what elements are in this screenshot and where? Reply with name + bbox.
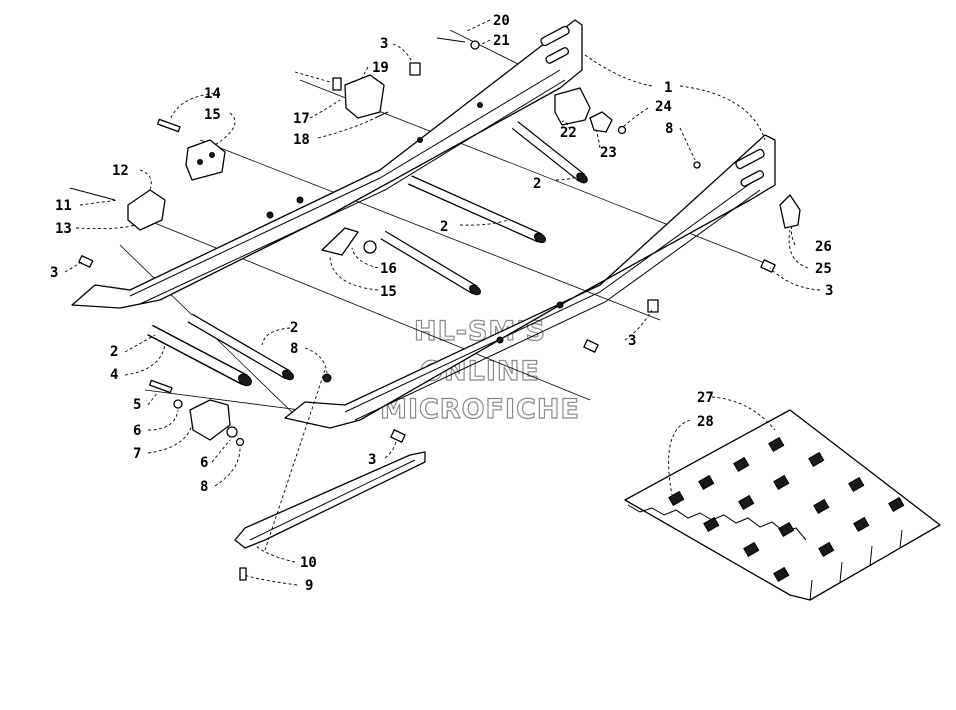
screw: [239, 567, 247, 581]
track-section: [624, 409, 941, 601]
callout-16: 16: [380, 261, 397, 277]
callout-3-right: 3: [825, 283, 833, 299]
callout-3-left: 3: [50, 265, 58, 281]
hyfax-wear-strip: [234, 451, 426, 581]
callout-18: 18: [293, 132, 310, 148]
callout-2-left: 2: [110, 344, 118, 360]
leader-lines: [64, 19, 821, 586]
cross-shafts: [147, 121, 588, 387]
callout-2-rear: 2: [533, 176, 541, 192]
callout-10: 10: [300, 555, 317, 571]
callout-13: 13: [55, 221, 72, 237]
bracket-center: [321, 227, 359, 256]
callout-23: 23: [600, 145, 617, 161]
callout-8-right: 8: [665, 121, 673, 137]
callout-9: 9: [305, 578, 313, 594]
block-rear: [554, 87, 591, 126]
callout-4: 4: [110, 367, 118, 383]
wheel-stop: [189, 399, 231, 441]
callout-8-center: 8: [290, 341, 298, 357]
callout-12: 12: [112, 163, 129, 179]
callout-3-bottom: 3: [368, 452, 376, 468]
cross-shaft-upper-mid: [407, 175, 547, 244]
callout-27: 27: [697, 390, 714, 406]
callout-14: 14: [204, 86, 221, 102]
callout-26: 26: [815, 239, 832, 255]
block-left: [127, 189, 166, 231]
callout-2-mid: 2: [440, 219, 448, 235]
callout-labels: 1 2 2 2 2 3 3 3 3 3 4 5 6 6 7 8 8 8 9 10…: [50, 13, 833, 594]
callout-7: 7: [133, 446, 141, 462]
callout-17: 17: [293, 111, 310, 127]
callout-6-upper: 6: [133, 423, 141, 439]
callout-5: 5: [133, 397, 141, 413]
callout-11: 11: [55, 198, 72, 214]
bracket-left: [185, 139, 226, 181]
block-upper: [344, 74, 385, 119]
callout-15-lower: 15: [380, 284, 397, 300]
bolt-upper-left: [156, 118, 181, 133]
right-slide-rail: [284, 134, 776, 429]
cross-shaft-mid: [380, 230, 481, 296]
hardware: [69, 37, 801, 447]
callout-21: 21: [493, 33, 510, 49]
callout-2-front: 2: [290, 320, 298, 336]
callout-22: 22: [560, 125, 577, 141]
callout-28: 28: [697, 414, 714, 430]
cross-shaft-front-long: [147, 324, 252, 387]
watermark-line-3: MICROFICHE: [380, 394, 580, 425]
watermark: HL-SM'S ONLINE MICROFICHE: [379, 315, 580, 425]
callout-19: 19: [372, 60, 389, 76]
callout-24: 24: [655, 99, 672, 115]
callout-6-lower: 6: [200, 455, 208, 471]
nut-center: [363, 240, 377, 254]
callout-8-lower: 8: [200, 479, 208, 495]
cross-shaft-front: [187, 313, 294, 381]
callout-3-mid: 3: [628, 333, 636, 349]
callout-1: 1: [664, 80, 672, 96]
callout-20: 20: [493, 13, 510, 29]
left-slide-rail: [71, 19, 583, 309]
bracket-right: [779, 194, 801, 229]
callout-3-top: 3: [380, 36, 388, 52]
callout-25: 25: [815, 261, 832, 277]
callout-15-upper: 15: [204, 107, 221, 123]
cross-shaft-rear: [511, 121, 588, 184]
